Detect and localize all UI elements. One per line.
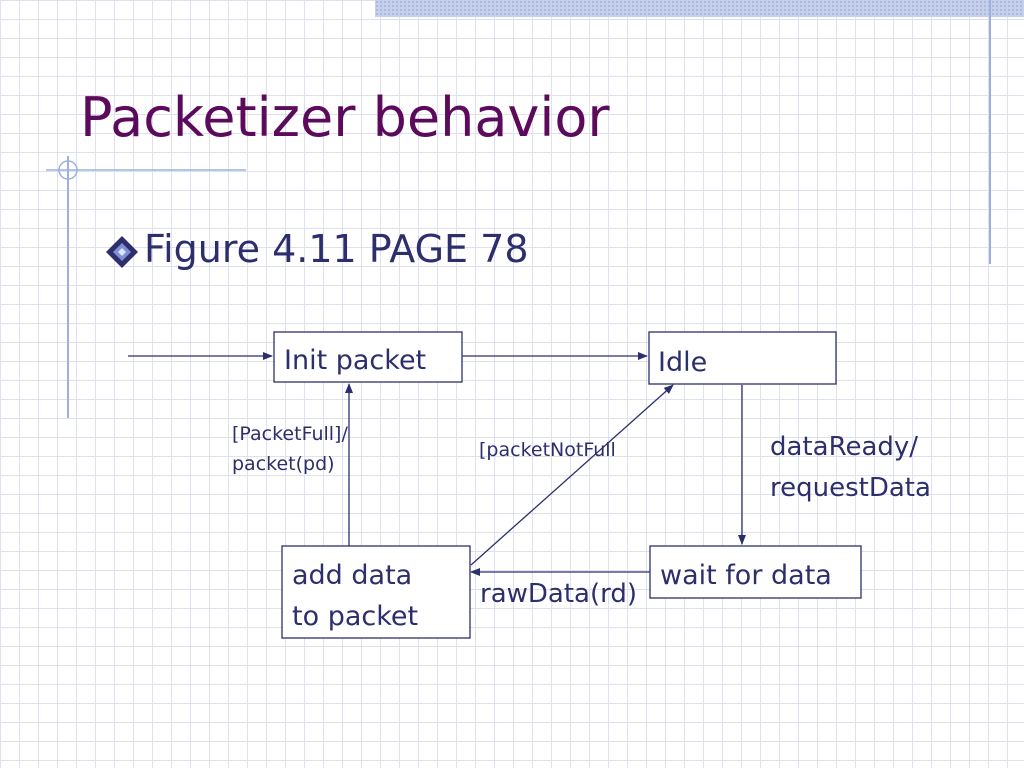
state-init-packet: Init packet [273,331,463,383]
state-add-data: add data to packet [281,545,471,639]
edge-label-packet-full-line-2: packet(pd) [232,453,335,475]
edge-label-data-ready-line-2: requestData [770,473,931,503]
state-label-line-2: to packet [292,601,418,632]
state-idle: Idle [648,331,837,385]
slide-title: Packetizer behavior [80,86,610,149]
edge-label-data-ready-line-1: dataReady/ [770,432,918,462]
edge-add-to-idle [470,384,674,566]
state-wait-for-data: wait for data [649,545,862,599]
bullet-text: Figure 4.11 PAGE 78 [144,227,529,271]
top-decorative-band [375,0,1024,17]
edge-label-packet-full-line-1: [PacketFull]/ [232,423,348,445]
state-label: wait for data [660,560,832,591]
edge-label-raw-data: rawData(rd) [480,579,637,609]
edge-label-packet-not-full: [packetNotFull [479,439,616,461]
state-label: Idle [658,347,707,378]
state-label: Init packet [284,345,426,376]
state-label-line-1: add data [292,560,412,591]
diamond-bullet-icon [106,236,138,268]
